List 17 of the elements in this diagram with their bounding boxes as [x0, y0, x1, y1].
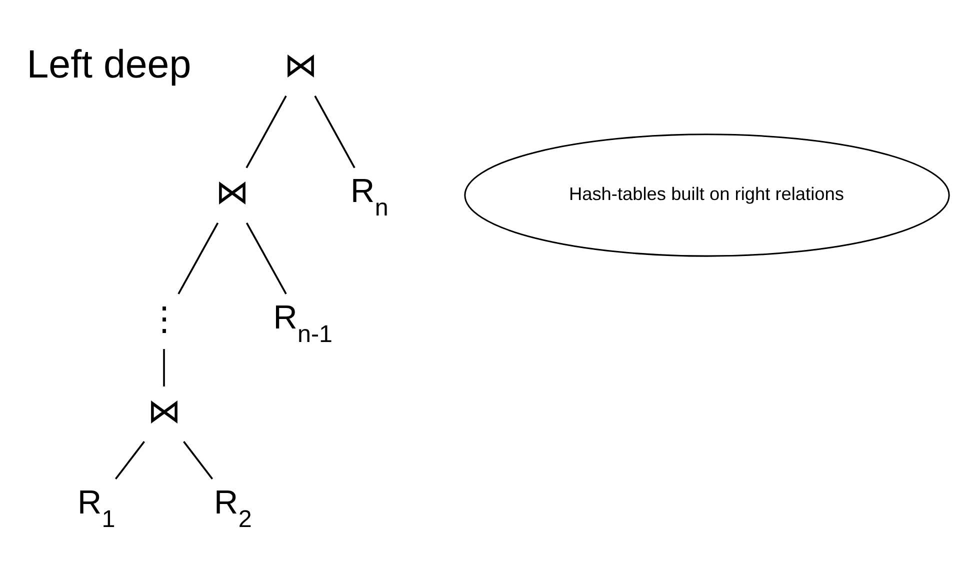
connector: [183, 440, 214, 480]
node-text: R$_{n}$: [350, 172, 388, 222]
node-text: R$_{n-1}$: [273, 299, 333, 348]
node-text: ⋈: [147, 393, 180, 430]
connector: [178, 222, 219, 294]
node-text: ⋈: [216, 174, 249, 212]
node-ellipse: Hash-tables built on right relations: [464, 133, 950, 256]
node-text: ⋈: [284, 47, 317, 84]
node-text: R$_{2}$: [214, 484, 252, 533]
connector: [246, 222, 287, 294]
node-text: ⋮: [147, 300, 180, 338]
connector: [246, 95, 287, 168]
connector: [114, 440, 145, 480]
node-text: R$_{1}$: [78, 484, 116, 533]
connector: [163, 348, 165, 386]
label: Left deep: [26, 42, 192, 86]
connector: [314, 95, 356, 168]
